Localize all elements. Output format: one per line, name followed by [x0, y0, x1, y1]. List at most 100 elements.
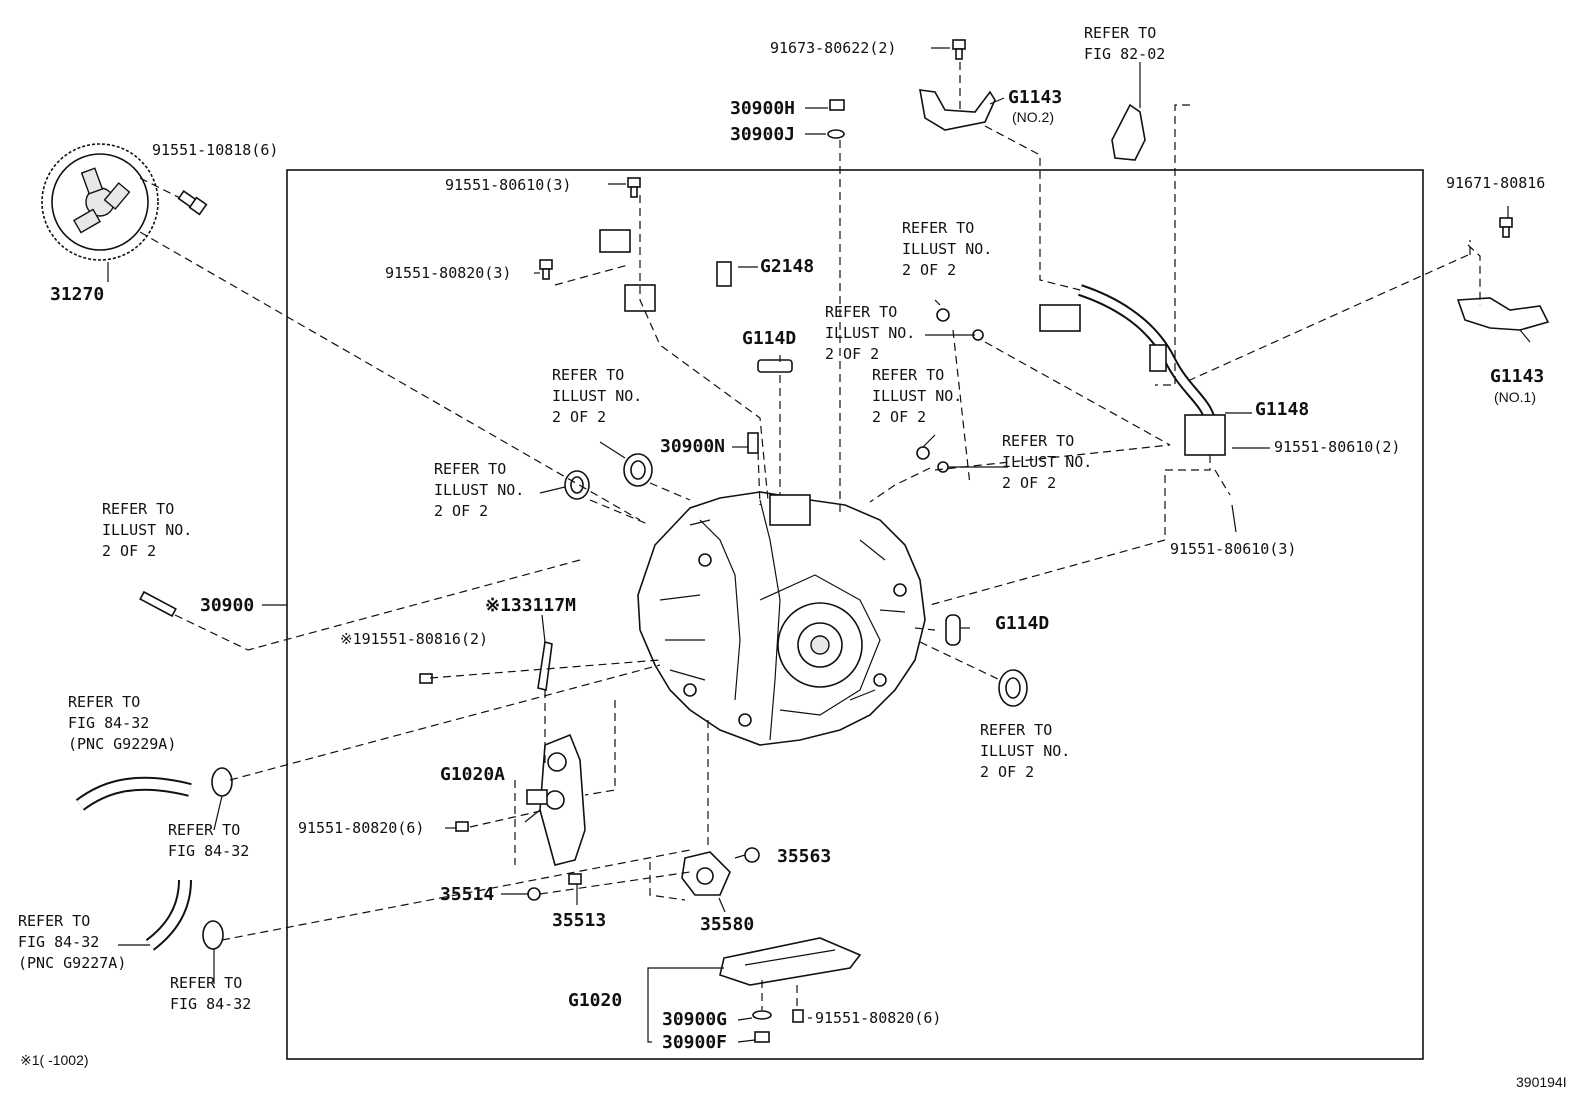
- oil-seal-right: [998, 669, 1028, 707]
- label-35563: 35563: [777, 846, 831, 867]
- bolt-91551-80816: [419, 673, 433, 684]
- label-35580: 35580: [700, 914, 754, 935]
- oring-35514: [527, 887, 541, 901]
- label-refer-illust-d-line2: ILLUST NO.: [872, 387, 962, 405]
- label-g1143-no1-sub: (NO.1): [1494, 389, 1536, 405]
- label-refer-illust-a-line1: REFER TO: [902, 219, 974, 237]
- label-refer-fig-84-pnc-a-line1: REFER TO: [68, 693, 140, 711]
- plug-35513: [568, 873, 582, 885]
- bolt-91673-80622: [952, 39, 966, 60]
- wire-harness-g2148: [599, 212, 732, 312]
- label-refer-illust-e-line2: ILLUST NO.: [1002, 453, 1092, 471]
- label-g114d-right: G114D: [995, 613, 1049, 634]
- label-30900g: 30900G: [662, 1009, 727, 1030]
- label-refer-illust-g-line2: ILLUST NO.: [102, 521, 192, 539]
- label-refer-illust-d-line1: REFER TO: [872, 366, 944, 384]
- wire-harness-g1148: [1039, 284, 1226, 456]
- label-refer-fig-84-b-line1: REFER TO: [170, 974, 242, 992]
- assembly-lines: [139, 62, 1481, 1010]
- gasket-30900j: [827, 129, 845, 139]
- label-refer-illust-b-line1: REFER TO: [825, 303, 897, 321]
- label-g1143-no2: G1143: [1008, 87, 1062, 108]
- label-refer-illust-e-line1: REFER TO: [1002, 432, 1074, 450]
- hose-lower: [145, 879, 224, 951]
- bolt-91551-80820-6-left: [455, 821, 469, 832]
- bolt-91551-80820-3: [539, 259, 553, 280]
- label-91551-80820-3: 91551-80820(3): [385, 264, 511, 282]
- bolt-91551-10818: [177, 190, 208, 216]
- illustration-id: 390194I: [1516, 1074, 1567, 1090]
- label-31270: 31270: [50, 284, 104, 305]
- stud-bolt-left: [139, 590, 177, 618]
- label-refer-illust-e-line3: 2 OF 2: [1002, 474, 1056, 492]
- gasket-33117m: [537, 640, 553, 691]
- label-30900j: 30900J: [730, 124, 795, 145]
- bolt-91551-80610-top: [627, 177, 641, 198]
- label-refer-fig-84-pnc-b-line1: REFER TO: [18, 912, 90, 930]
- damper-disc-31270: [41, 143, 159, 261]
- label-refer-illust-c-line1: REFER TO: [552, 366, 624, 384]
- label-refer-illust-f-line2: ILLUST NO.: [434, 481, 524, 499]
- label-refer-illust-d-line3: 2 OF 2: [872, 408, 926, 426]
- label-35513: 35513: [552, 910, 606, 931]
- bracket-fig-82: [1111, 103, 1146, 161]
- label-refer-fig-82-line2: FIG 82-02: [1084, 45, 1165, 63]
- label-refer-fig-82-line1: REFER TO: [1084, 24, 1156, 42]
- bolt-91671-80816: [1499, 217, 1513, 238]
- plug-30900h: [829, 99, 845, 111]
- label-91551-80610-2: 91551-80610(2): [1274, 438, 1400, 456]
- label-refer-illust-a-line2: ILLUST NO.: [902, 240, 992, 258]
- label-g114d-top: G114D: [742, 328, 796, 349]
- label-refer-fig-84-a-line1: REFER TO: [168, 821, 240, 839]
- oring-35563: [744, 847, 760, 863]
- label-g1143-no1: G1143: [1490, 366, 1544, 387]
- label-refer-fig-84-pnc-b-line3: (PNC G9227A): [18, 954, 126, 972]
- plug-30900n: [747, 432, 759, 454]
- bolt-91551-80820-6-bottom: [792, 1009, 804, 1023]
- label-91551-80820-6-left: 91551-80820(6): [298, 819, 424, 837]
- leader-lines: [107, 47, 1531, 1043]
- label-refer-illust-i-line1: REFER TO: [980, 721, 1052, 739]
- label-91673-80622: 91673-80622(2): [770, 39, 896, 57]
- label-g2148: G2148: [760, 256, 814, 277]
- label-30900n: 30900N: [660, 436, 725, 457]
- label-91671-80816: 91671-80816: [1446, 174, 1545, 192]
- gasket-g114d-top: [757, 359, 793, 373]
- transaxle-assembly: [637, 491, 926, 746]
- label-35514: 35514: [440, 884, 494, 905]
- label-30900: 30900: [200, 595, 254, 616]
- label-g1020: G1020: [568, 990, 622, 1011]
- label-91551-80610-top: 91551-80610(3): [445, 176, 571, 194]
- bracket-g1143-no2: [919, 89, 996, 131]
- plug-30900f: [754, 1031, 770, 1043]
- oil-seal-center: [623, 453, 653, 487]
- label-refer-illust-g-line3: 2 OF 2: [102, 542, 156, 560]
- label-refer-fig-84-pnc-b-line2: FIG 84-32: [18, 933, 99, 951]
- label-refer-illust-c-line3: 2 OF 2: [552, 408, 606, 426]
- label-30900h: 30900H: [730, 98, 795, 119]
- label-g1020a: G1020A: [440, 764, 505, 785]
- label-91551-10818: 91551-10818(6): [152, 141, 278, 159]
- label-refer-illust-g-line1: REFER TO: [102, 500, 174, 518]
- label-refer-illust-f-line1: REFER TO: [434, 460, 506, 478]
- label-refer-illust-i-line2: ILLUST NO.: [980, 742, 1070, 760]
- label-91551-80610-3-right: 91551-80610(3): [1170, 540, 1296, 558]
- label-33117m: ※133117M: [485, 595, 576, 616]
- cover-g1020a: [526, 733, 586, 866]
- label-refer-illust-f-line3: 2 OF 2: [434, 502, 488, 520]
- bracket-g1143-no1: [1456, 297, 1550, 331]
- label-refer-fig-84-b-line2: FIG 84-32: [170, 995, 251, 1013]
- label-refer-illust-b-line2: ILLUST NO.: [825, 324, 915, 342]
- label-refer-illust-i-line3: 2 OF 2: [980, 763, 1034, 781]
- label-g1143-no2-sub: (NO.2): [1012, 109, 1054, 125]
- hose-upper: [75, 767, 233, 811]
- sensor-35580: [681, 851, 731, 896]
- label-refer-illust-a-line3: 2 OF 2: [902, 261, 956, 279]
- label-91551-80820-6-bottom: 91551-80820(6): [815, 1009, 941, 1027]
- label-refer-fig-84-pnc-a-line3: (PNC G9229A): [68, 735, 176, 753]
- gasket-30900g: [752, 1010, 772, 1020]
- label-refer-fig-84-a-line2: FIG 84-32: [168, 842, 249, 860]
- label-refer-illust-c-line2: ILLUST NO.: [552, 387, 642, 405]
